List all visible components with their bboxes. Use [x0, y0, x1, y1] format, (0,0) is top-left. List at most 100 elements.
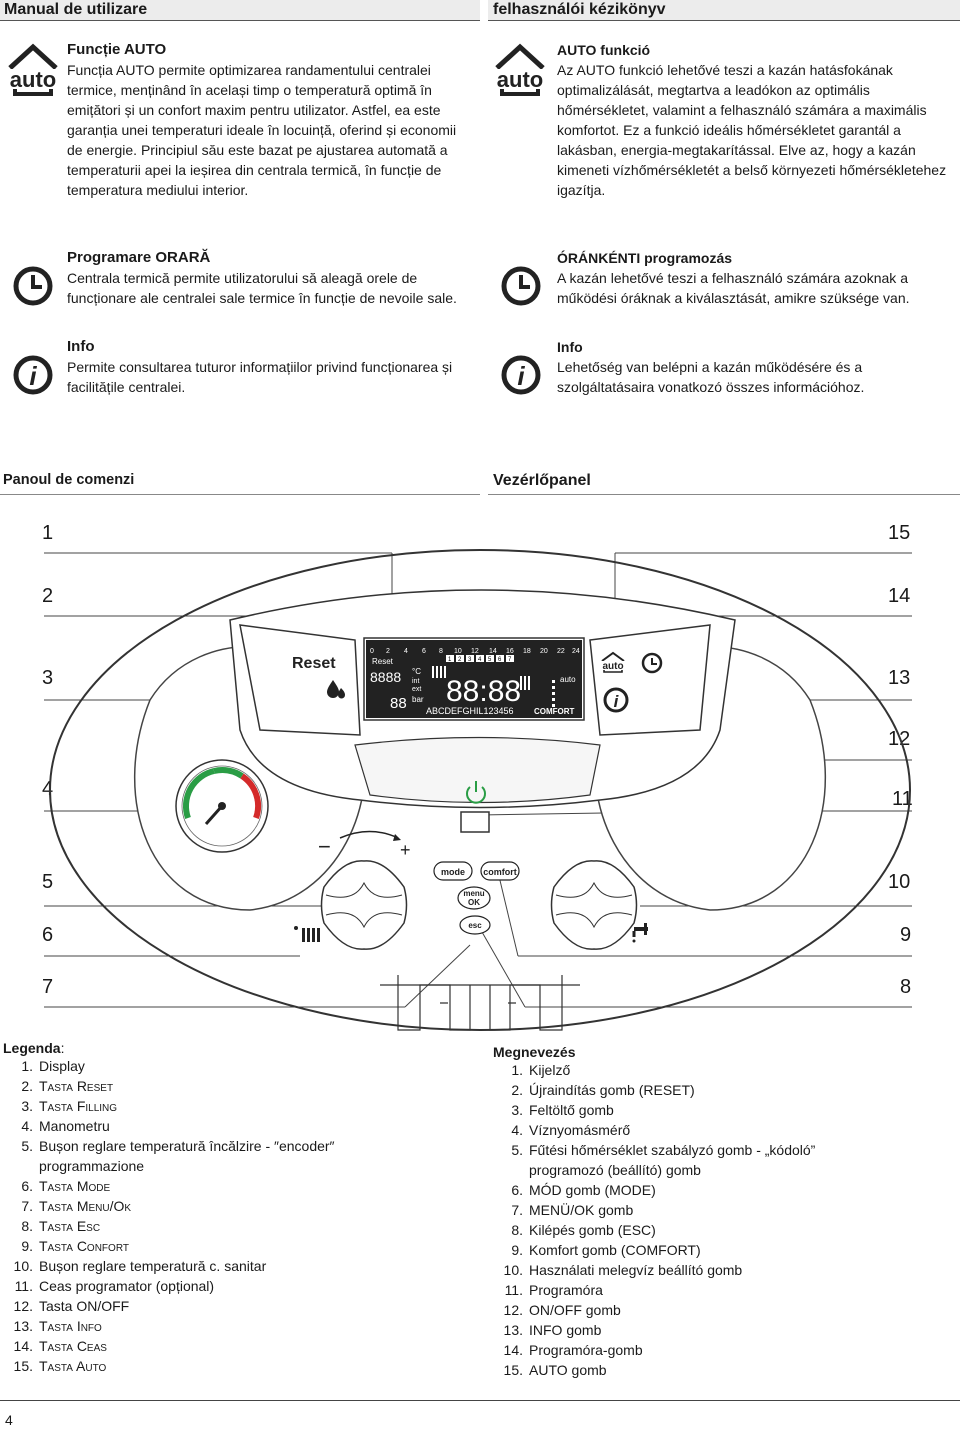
list-item: 12.ON/OFF gomb — [503, 1302, 621, 1318]
heating-knob — [320, 860, 408, 950]
svg-text:6: 6 — [422, 648, 426, 655]
ro-info-text: Permite consultarea tuturor informațiilo… — [67, 359, 453, 395]
svg-text:8: 8 — [439, 648, 443, 655]
svg-text:1: 1 — [448, 657, 452, 663]
lcd-reset: Reset — [372, 657, 394, 666]
left-button-well — [239, 624, 361, 736]
svg-text:12: 12 — [471, 648, 479, 655]
panel-label-hu: Vezérlőpanel — [493, 472, 591, 489]
callout-1: 1 — [42, 522, 54, 544]
callout-14: 14 — [888, 585, 911, 607]
list-item: 13.Tasta Info — [13, 1318, 102, 1334]
lcd-pressure: 88 — [390, 695, 407, 712]
auto-icon-label: auto — [10, 67, 56, 92]
callout-2: 2 — [42, 585, 54, 607]
svg-text:auto: auto — [602, 661, 623, 672]
header-bar-left — [0, 0, 480, 21]
lcd-auto: auto — [560, 675, 576, 684]
list-item: 5.Fűtési hőmérséklet szabályzó gomb - „k… — [511, 1142, 816, 1178]
list-item: 1.Kijelző — [511, 1062, 571, 1078]
list-item: 5.Bușon reglare temperatură încălzire - … — [21, 1138, 335, 1174]
legend-ro-title: Legenda — [3, 1040, 61, 1056]
legend-hu-list: 1.Kijelző 2.Újraindítás gomb (RESET) 3.F… — [493, 1060, 953, 1380]
list-item: 10.Bușon reglare temperatură c. sanitar — [13, 1258, 267, 1274]
clock-slot — [460, 811, 490, 833]
list-item: 6.Tasta Mode — [21, 1178, 111, 1194]
svg-text:14: 14 — [489, 648, 497, 655]
svg-text:menu: menu — [463, 889, 484, 898]
callout-11: 11 — [892, 788, 913, 810]
info-button: i — [603, 687, 629, 713]
list-item: 6.MÓD gomb (MODE) — [511, 1182, 656, 1198]
lcd-display — [366, 640, 582, 718]
svg-text:i: i — [29, 361, 37, 391]
list-item: 3.Tasta Filling — [21, 1098, 118, 1114]
knob-plus: + — [400, 840, 411, 860]
lcd-unit: °C — [412, 667, 421, 676]
callout-13: 13 — [888, 667, 911, 689]
lcd-comfort: COMFORT — [534, 707, 575, 716]
lcd-hours: 0 2 4 6 8 10 12 14 16 18 20 22 24 — [370, 648, 580, 655]
callout-8: 8 — [900, 976, 912, 998]
list-item: 8.Tasta Esc — [21, 1218, 101, 1234]
auto-button: auto — [599, 651, 627, 673]
clock-button — [641, 652, 663, 674]
svg-text:mode: mode — [441, 867, 465, 877]
list-item: 4.Manometru — [21, 1118, 110, 1134]
svg-text:esc: esc — [468, 921, 482, 930]
lcd-big-digits: 88:88 — [446, 675, 521, 708]
ro-auto-title: Funcție AUTO — [67, 41, 167, 58]
list-item: 3.Feltöltő gomb — [511, 1102, 614, 1118]
list-item: 8.Kilépés gomb (ESC) — [511, 1222, 656, 1238]
svg-text:4: 4 — [478, 657, 482, 663]
panel-rule-right — [488, 494, 960, 495]
mode-button: mode — [433, 861, 473, 881]
hu-prog-text: A kazán lehetővé teszi a felhasználó szá… — [557, 270, 910, 306]
auto-house-icon: auto — [2, 42, 64, 100]
svg-text:5: 5 — [488, 657, 492, 663]
list-item: 15.AUTO gomb — [503, 1362, 607, 1378]
hu-auto-title: AUTO funkció — [557, 42, 651, 58]
clock-icon-hu — [500, 265, 542, 307]
svg-text:comfort: comfort — [483, 867, 517, 877]
auto-icon-label-hu: auto — [497, 67, 543, 92]
svg-text:i: i — [517, 361, 525, 391]
svg-text:10: 10 — [454, 648, 462, 655]
list-item: 15.Tasta Auto — [13, 1358, 107, 1374]
right-button-well — [589, 624, 711, 736]
hu-info-title: Info — [557, 339, 583, 355]
auto-house-icon-hu: auto — [489, 42, 551, 100]
legend-hu-title: Megnevezés — [493, 1044, 576, 1060]
comfort-button: comfort — [480, 861, 520, 881]
hu-info-text: Lehetőség van belépni a kazán működésére… — [557, 359, 865, 395]
callout-7: 7 — [42, 976, 54, 998]
header-rule-left — [0, 20, 480, 21]
callout-5: 5 — [42, 871, 54, 893]
panel-outer-ellipse — [49, 549, 911, 1031]
svg-text:7: 7 — [508, 657, 512, 663]
header-rule-right — [488, 20, 960, 21]
svg-text:3: 3 — [468, 657, 472, 663]
bottom-connectors — [380, 975, 580, 1031]
ro-prog-text: Centrala termică permite utilizatorului … — [67, 270, 457, 306]
manometer — [175, 759, 269, 853]
menu-ok-button: menu OK — [457, 886, 491, 910]
page-number: 4 — [5, 1412, 13, 1428]
list-item: 11.Programóra — [504, 1282, 603, 1298]
panel-label-ro: Panoul de comenzi — [3, 472, 135, 488]
header-right-title: felhasználói kézikönyv — [493, 1, 666, 18]
tap-icon — [632, 923, 648, 943]
list-item: 2.Újraindítás gomb (RESET) — [511, 1082, 695, 1098]
lcd-ext: ext — [412, 686, 421, 693]
dhw-knob — [550, 860, 638, 950]
ro-info-title: Info — [67, 338, 95, 355]
svg-text:i: i — [614, 692, 620, 711]
list-item: 7.MENÜ/OK gomb — [511, 1202, 634, 1218]
svg-text:2: 2 — [458, 657, 462, 663]
svg-text:16: 16 — [506, 648, 514, 655]
svg-text:24: 24 — [572, 648, 580, 655]
hu-auto-text: Az AUTO funkció lehetővé teszi a kazán h… — [557, 62, 947, 198]
lcd-bars-left — [432, 666, 446, 678]
svg-text:OK: OK — [468, 898, 480, 907]
info-icon: i — [12, 354, 54, 396]
